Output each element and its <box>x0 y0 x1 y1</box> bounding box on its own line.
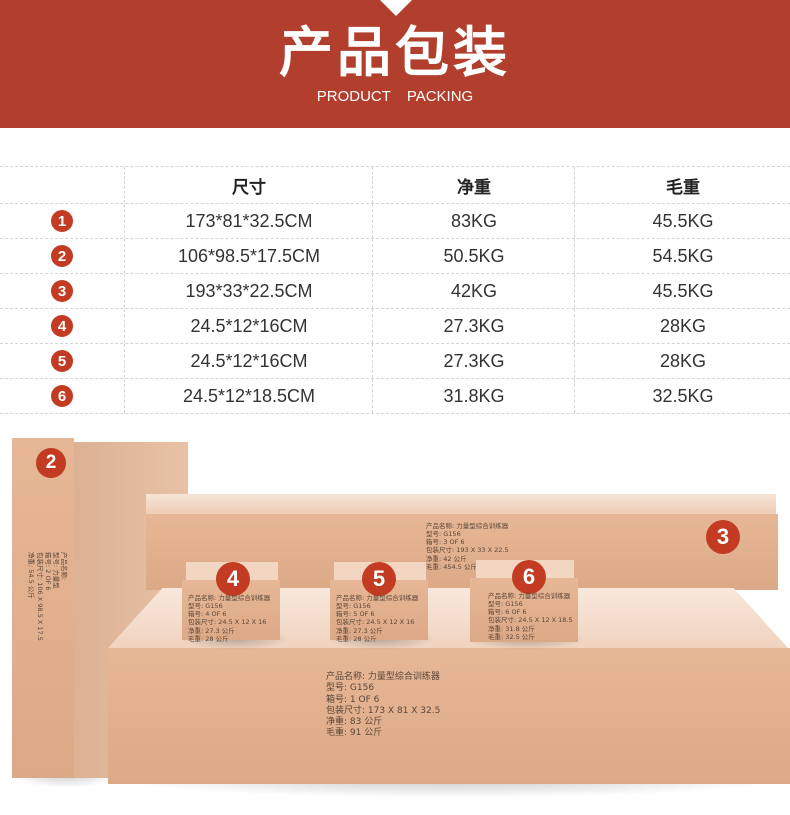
box6-number-badge: 6 <box>512 560 546 594</box>
size-cell: 193*33*22.5CM <box>124 274 373 308</box>
row-number-badge: 3 <box>51 280 73 302</box>
table-row: 5 24.5*12*16CM 27.3KG 28KG <box>0 343 790 378</box>
row-number-badge: 1 <box>51 210 73 232</box>
table-row: 4 24.5*12*16CM 27.3KG 28KG <box>0 308 790 343</box>
header-cell-net-weight: 净重 <box>372 167 575 203</box>
net-weight-cell: 83KG <box>372 204 575 238</box>
box2-label: 产品名称: 型号: 力量型 箱号: 2 OF 6 包装尺寸: 106 X 98.… <box>27 552 69 641</box>
table-row: 3 193*33*22.5CM 42KG 45.5KG <box>0 273 790 308</box>
net-weight-cell: 42KG <box>372 274 575 308</box>
box2-number-badge: 2 <box>36 448 66 478</box>
net-weight-cell: 50.5KG <box>372 239 575 273</box>
row-number-badge: 2 <box>51 245 73 267</box>
banner-notch <box>380 0 412 16</box>
gross-weight-cell: 45.5KG <box>574 274 790 308</box>
net-weight-cell: 27.3KG <box>372 344 575 378</box>
box3-top-face <box>146 494 776 514</box>
table-header-row: 尺寸 净重 毛重 <box>0 166 790 203</box>
packing-boxes-illustration: 2 产品名称: 型号: 力量型 箱号: 2 OF 6 包装尺寸: 106 X 9… <box>0 428 790 815</box>
header-banner: 产品包装 PRODUCT PACKING <box>0 0 790 128</box>
size-cell: 24.5*12*16CM <box>124 309 373 343</box>
table-row: 6 24.5*12*18.5CM 31.8KG 32.5KG <box>0 378 790 414</box>
box5-label: 产品名称: 力量型综合训练器 型号: G156 箱号: 5 OF 6 包装尺寸:… <box>336 594 419 643</box>
row-number-badge: 6 <box>51 385 73 407</box>
header-cell-gross-weight: 毛重 <box>574 167 790 203</box>
box1-label: 产品名称: 力量型综合训练器 型号: G156 箱号: 1 OF 6 包装尺寸:… <box>326 672 441 739</box>
box2-front-face <box>12 438 74 778</box>
size-cell: 24.5*12*16CM <box>124 344 373 378</box>
box5-number-badge: 5 <box>362 562 396 596</box>
box1-front-face <box>108 648 790 784</box>
size-cell: 24.5*12*18.5CM <box>124 379 373 413</box>
size-cell: 173*81*32.5CM <box>124 204 373 238</box>
table-row: 1 173*81*32.5CM 83KG 45.5KG <box>0 203 790 238</box>
header-cell-size: 尺寸 <box>124 167 373 203</box>
table-row: 2 106*98.5*17.5CM 50.5KG 54.5KG <box>0 238 790 273</box>
header-cell-index <box>0 167 124 203</box>
packing-spec-table: 尺寸 净重 毛重 1 173*81*32.5CM 83KG 45.5KG 2 1… <box>0 166 790 414</box>
row-number-badge: 5 <box>51 350 73 372</box>
gross-weight-cell: 45.5KG <box>574 204 790 238</box>
row-number-badge: 4 <box>51 315 73 337</box>
size-cell: 106*98.5*17.5CM <box>124 239 373 273</box>
gross-weight-cell: 54.5KG <box>574 239 790 273</box>
gross-weight-cell: 28KG <box>574 344 790 378</box>
net-weight-cell: 31.8KG <box>372 379 575 413</box>
box6-label: 产品名称: 力量型综合训练器 型号: G156 箱号: 6 OF 6 包装尺寸:… <box>488 592 573 641</box>
gross-weight-cell: 32.5KG <box>574 379 790 413</box>
page-title: 产品包装 <box>279 21 511 84</box>
box3-number-badge: 3 <box>706 520 740 554</box>
box3-label: 产品名称: 力量型综合训练器 型号: G156 箱号: 3 OF 6 包装尺寸:… <box>426 522 509 571</box>
net-weight-cell: 27.3KG <box>372 309 575 343</box>
page-subtitle: PRODUCT PACKING <box>316 88 474 105</box>
gross-weight-cell: 28KG <box>574 309 790 343</box>
box4-number-badge: 4 <box>216 562 250 596</box>
box4-label: 产品名称: 力量型综合训练器 型号: G156 箱号: 4 OF 6 包装尺寸:… <box>188 594 271 643</box>
